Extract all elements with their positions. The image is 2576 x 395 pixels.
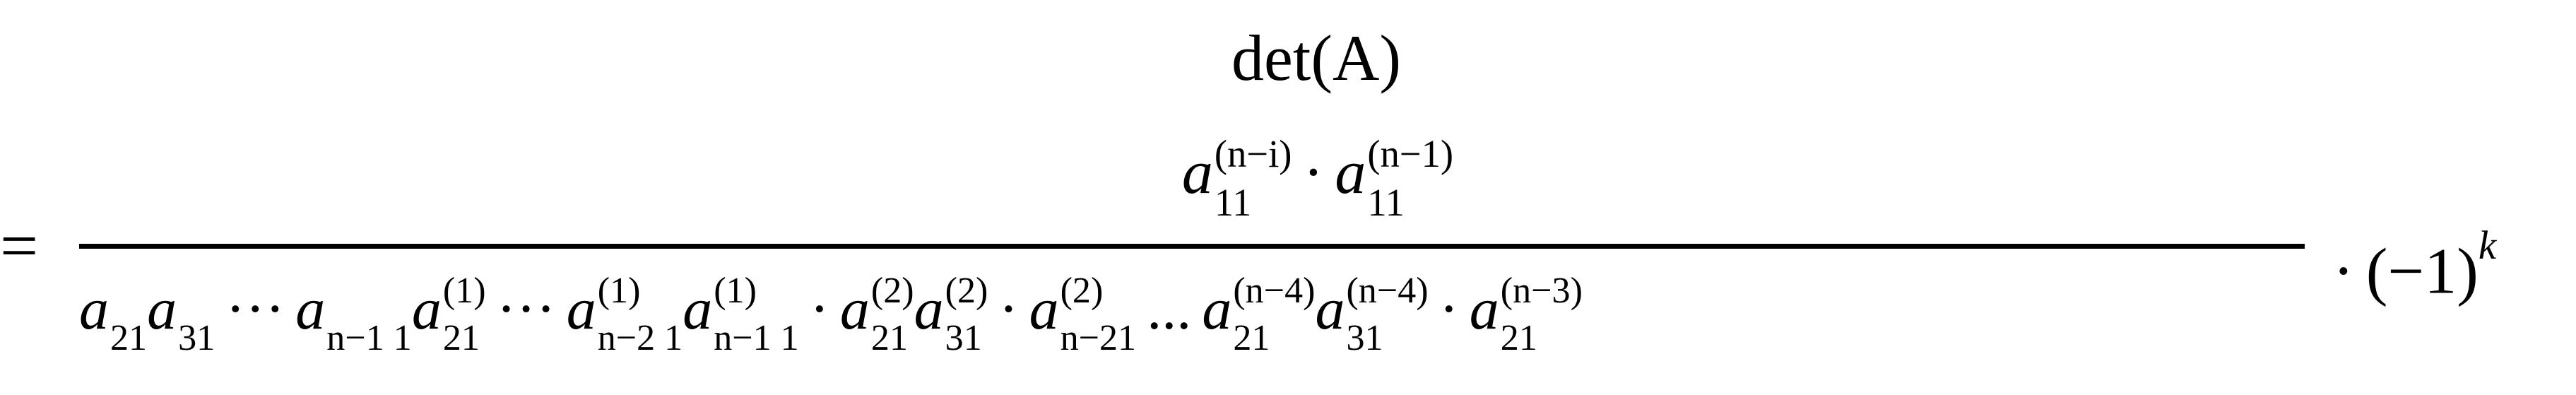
matrix-entry-term: a n−1 1	[295, 276, 412, 357]
entry-base: a	[1029, 276, 1059, 342]
exponent-k: k	[2478, 223, 2497, 268]
subscript-index: 21	[1500, 318, 1537, 358]
superscript-index: (2)	[870, 271, 914, 312]
matrix-entry-term: a 21	[79, 276, 147, 357]
matrix-entry-term: a(2) n−21	[1029, 273, 1137, 357]
entry-base: a	[1335, 138, 1366, 207]
superscript-index: (n−3)	[1500, 271, 1583, 312]
entry-indices: (n−4) 31	[1346, 273, 1428, 357]
fraction-bar	[79, 244, 2305, 249]
entry-base: a	[295, 276, 326, 342]
superscript-index: (2)	[945, 271, 988, 312]
minus-one-base: (−1)	[2365, 235, 2478, 307]
operator: ...	[1147, 276, 1192, 342]
entry-indices: (n−i) 11	[1214, 131, 1292, 225]
entry-indices: (n−1) 11	[1367, 131, 1454, 225]
equals-sign: =	[0, 208, 39, 283]
subscript-index: 31	[178, 318, 215, 358]
superscript-index	[326, 273, 412, 309]
entry-base: a	[566, 276, 596, 342]
matrix-entry-term: a(n−1) 11	[1335, 134, 1453, 222]
entry-indices: 21	[110, 273, 147, 357]
subscript-index: 21	[1233, 318, 1270, 358]
matrix-entry-term: a(1) n−1 1	[683, 273, 799, 357]
entry-indices: 31	[178, 273, 215, 357]
matrix-entry-term: a(1) n−2 1	[566, 273, 683, 357]
operator: ·	[998, 276, 1019, 342]
matrix-entry-term: a(n−3) 21	[1469, 273, 1583, 357]
sign-factor: ·(−1)k	[2321, 204, 2497, 313]
entry-indices: (1) n−1 1	[714, 273, 799, 357]
superscript-index: (1)	[714, 271, 757, 312]
operator: ···	[496, 276, 556, 342]
det-a-label: det(A)	[1231, 22, 1402, 94]
superscript-index: (n−1)	[1367, 131, 1454, 175]
matrix-entry-term: a(n−4) 21	[1202, 273, 1315, 357]
entry-indices: (n−3) 21	[1501, 273, 1583, 357]
matrix-entry-term: a 31	[147, 276, 215, 357]
entry-base: a	[147, 276, 177, 342]
operator: ···	[225, 276, 285, 342]
matrix-entry-term: a(n−4) 31	[1315, 273, 1428, 357]
superscript-index	[178, 273, 215, 309]
superscript-index: (n−i)	[1214, 131, 1292, 175]
superscript-index	[110, 273, 147, 309]
fraction-numerator: a(n−i)11·a(n−1)11	[78, 131, 2303, 223]
entry-indices: (1)21	[443, 273, 486, 357]
matrix-entry-term: a(n−i) 11	[1181, 134, 1292, 222]
subscript-index: n−1 1	[714, 318, 799, 358]
superscript-index: (n−4)	[1346, 271, 1429, 312]
subscript-index: 11	[1367, 181, 1405, 225]
subscript-index: n−21	[1060, 318, 1137, 358]
subscript-index: 31	[1346, 318, 1383, 358]
entry-base: a	[839, 276, 870, 342]
entry-indices: (2)31	[945, 273, 988, 357]
entry-base: a	[1315, 276, 1345, 342]
entry-indices: (2) n−21	[1060, 273, 1137, 357]
entry-base: a	[1181, 138, 1213, 207]
entry-base: a	[79, 276, 109, 342]
entry-base: a	[411, 276, 442, 342]
entry-indices: (n−4) 21	[1233, 273, 1315, 357]
subscript-index: n−2 1	[597, 318, 683, 358]
subscript-index: 21	[442, 318, 480, 358]
entry-base: a	[683, 276, 713, 342]
operator: ·	[809, 276, 829, 342]
operator: ·	[1303, 138, 1324, 207]
superscript-index: (2)	[1060, 271, 1104, 312]
operator: ·	[1438, 276, 1459, 342]
subscript-index: 21	[870, 318, 908, 358]
matrix-entry-term: a(2)21	[839, 273, 914, 357]
equation-header: det(A)	[0, 16, 2576, 100]
entry-indices: n−1 1	[326, 273, 412, 357]
entry-indices: (1) n−2 1	[598, 273, 683, 357]
numerator-terms: a(n−i)11·a(n−1)11	[1181, 134, 1453, 222]
subscript-index: 31	[945, 318, 982, 358]
matrix-entry-term: a(1)21	[411, 273, 486, 357]
entry-base: a	[914, 276, 944, 342]
matrix-entry-term: a(2)31	[914, 273, 988, 357]
entry-indices: (2)21	[871, 273, 914, 357]
subscript-index: n−1 1	[326, 318, 412, 358]
multiply-dot: ·	[2332, 235, 2355, 307]
subscript-index: 21	[110, 318, 148, 358]
entry-base: a	[1469, 276, 1499, 342]
superscript-index: (n−4)	[1233, 271, 1316, 312]
entry-base: a	[1202, 276, 1232, 342]
superscript-index: (1)	[442, 271, 486, 312]
superscript-index: (1)	[597, 271, 641, 312]
subscript-index: 11	[1214, 181, 1252, 225]
